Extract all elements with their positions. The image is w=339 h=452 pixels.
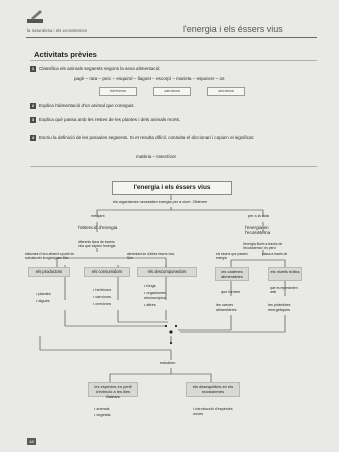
section-title: Activitats prèvies xyxy=(34,50,97,59)
map-subtitle: els organismes necessiten energia per a … xyxy=(113,200,208,204)
item-text: fongs xyxy=(146,284,156,288)
item-text: carnívors xyxy=(95,295,112,299)
animals-list: pagè – rata – porc – esquirol – llagost … xyxy=(74,76,225,81)
item-text: omnívors xyxy=(95,302,112,306)
box-endangered-species: les espècies en perill d'extinció a les … xyxy=(88,382,138,399)
imbalance-item: • introducció d'espècies noves xyxy=(193,407,233,416)
productors-item: • plantes xyxy=(36,292,51,296)
item-text: algues xyxy=(38,299,50,303)
consumidors-item: • omnívors xyxy=(93,302,112,306)
brand-text: la naturalesa i els ecosistemes xyxy=(27,28,88,33)
question-number: 2 xyxy=(30,103,36,109)
question-text: Classifica els animals següents segons l… xyxy=(39,66,161,71)
left-branch-label: menjant xyxy=(91,214,105,218)
box-food-chains: les cadenes alimentàries xyxy=(215,267,249,281)
energy-pass-label: els éssers que passen energia xyxy=(216,252,248,260)
item-text: introducció d'espècies noves xyxy=(193,407,233,416)
endangered-item: • vegetals xyxy=(94,413,111,417)
header-rule xyxy=(26,37,317,38)
descomponedors-item: • fongs xyxy=(144,284,156,288)
connector-label: estudiem xyxy=(160,361,176,365)
food-webs-node: les xarxes alimentàries xyxy=(216,303,237,312)
endangered-item: • animals xyxy=(94,407,110,411)
right-sub-label: l'energia flueix a través de l'ecosistem… xyxy=(243,242,283,250)
productors-item: • algues xyxy=(36,299,50,303)
definition-words: matèria – insectívor xyxy=(136,154,177,159)
left-sub-label: diferents tipus de éssers vius que capte… xyxy=(78,240,116,248)
descomponedors-item: • altres xyxy=(144,303,156,307)
consumidors-item: • herbívors xyxy=(93,288,112,292)
descomponedors-item: • organismes microscòpics xyxy=(144,291,167,300)
item-text: altres xyxy=(146,303,156,307)
chapter-title: l'energia i els éssers vius xyxy=(183,24,283,34)
item-text: animals xyxy=(96,407,110,411)
producers-arrow-label: elaborant el seu aliment a partir de sub… xyxy=(25,252,75,260)
pencil-logo-icon xyxy=(27,10,43,23)
page-number: 48 xyxy=(27,438,36,445)
form-label: que formen xyxy=(221,290,241,294)
item-text: herbívors xyxy=(95,288,112,292)
page-header: la naturalesa i els ecosistemes l'energi… xyxy=(0,0,339,40)
question-number: 1 xyxy=(30,66,36,72)
passes-through-label: passa a través de xyxy=(262,252,288,256)
divider-rule xyxy=(30,166,317,167)
box-ecosystem-imbalances: els desequilibris en els ecosistemes xyxy=(186,382,240,397)
answer-blank-carnivors[interactable]: carnívors xyxy=(153,87,191,96)
concept-map-title: l'energia i els éssers vius xyxy=(112,181,232,195)
answer-blank-omnivors[interactable]: omnívors xyxy=(207,87,245,96)
section-rule xyxy=(30,60,317,61)
energy-pyramids-node: les piràmides energètiques xyxy=(268,303,291,312)
box-consumers: els consumidors xyxy=(84,267,130,277)
box-decomposers: els descomponedors xyxy=(137,267,197,277)
question-number: 4 xyxy=(30,135,36,141)
question-text: Escriu la definició de les paraules segü… xyxy=(39,135,255,140)
ecosystem-energy-node: l'energia en l'ecosistema xyxy=(245,225,271,236)
item-text: plantes xyxy=(38,292,51,296)
consumers-arrow-label: alimentant-se d'altres éssers vius. Són xyxy=(127,252,175,260)
answer-blank-herbivors[interactable]: herbívors xyxy=(99,87,137,96)
obtaining-energy-node: l'obtenció d'energia xyxy=(78,225,118,230)
item-text: organismes microscòpics xyxy=(144,291,167,300)
item-text: vegetals xyxy=(96,413,111,417)
right-branch-label: per a la vida xyxy=(248,214,269,218)
question-number: 3 xyxy=(30,117,36,123)
box-producers: els productors xyxy=(28,267,70,277)
question-text: Explica què passa amb les restes de les … xyxy=(39,117,181,122)
consumidors-item: • carnívors xyxy=(93,295,112,299)
box-trophic-levels: els nivells tròfics xyxy=(268,267,302,281)
represented-with-label: que es representen amb xyxy=(270,286,298,294)
question-text: Explica l'alimentació d'un animal que co… xyxy=(39,103,135,108)
